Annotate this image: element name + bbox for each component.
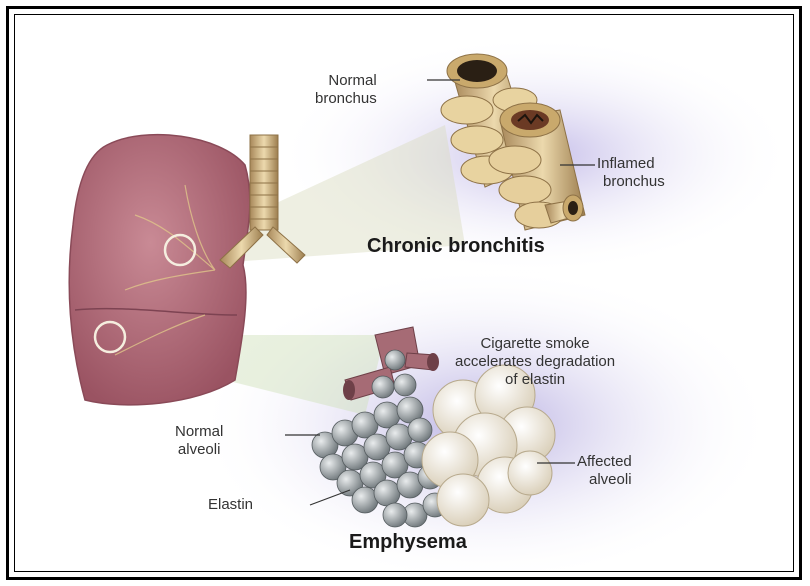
diagram-panel: Normal bronchus Inflamed bronchus Chroni… — [14, 14, 794, 572]
cigarette-smoke-label-line3: of elastin — [455, 371, 615, 389]
inflamed-bronchus-label-line1: Inflamed — [597, 155, 665, 173]
affected-alveoli-label-line1: Affected — [577, 453, 632, 471]
normal-alveoli-label-line1: Normal — [175, 423, 223, 441]
emphysema-heading: Emphysema — [349, 531, 467, 554]
normal-alveoli-label-line2: alveoli — [175, 441, 223, 459]
cigarette-smoke-label: Cigarette smoke accelerates degradation … — [455, 335, 615, 389]
normal-bronchus-label-line2: bronchus — [315, 90, 377, 108]
chronic-bronchitis-heading: Chronic bronchitis — [367, 235, 545, 258]
affected-alveoli-label: Affected alveoli — [577, 453, 632, 489]
inflamed-bronchus-label-line2: bronchus — [597, 173, 665, 191]
cigarette-smoke-label-line1: Cigarette smoke — [455, 335, 615, 353]
elastin-label: Elastin — [208, 496, 253, 514]
illustration — [15, 15, 794, 572]
inflamed-bronchus-label: Inflamed bronchus — [597, 155, 665, 191]
normal-bronchus-label: Normal bronchus — [315, 72, 377, 108]
normal-alveoli-label: Normal alveoli — [175, 423, 223, 459]
outer-frame: Normal bronchus Inflamed bronchus Chroni… — [6, 6, 802, 580]
affected-alveoli-label-line2: alveoli — [577, 471, 632, 489]
normal-bronchus-label-line1: Normal — [315, 72, 377, 90]
cigarette-smoke-label-line2: accelerates degradation — [455, 353, 615, 371]
